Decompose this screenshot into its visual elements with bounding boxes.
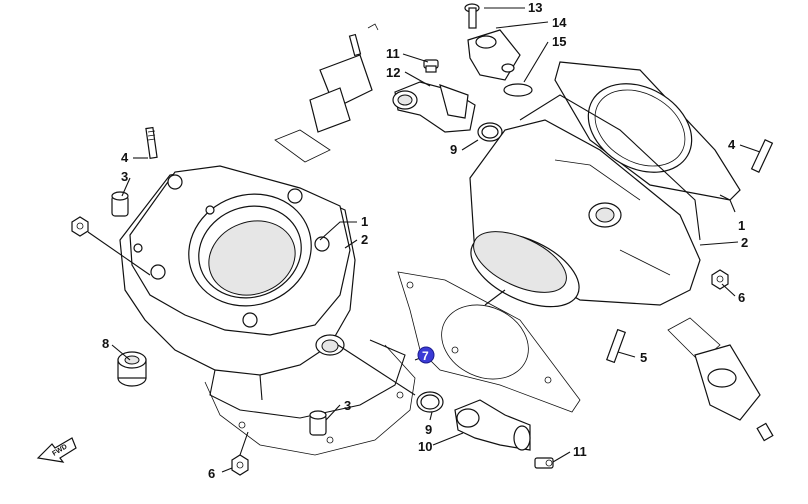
callout-6-right: 6 bbox=[738, 290, 745, 305]
nut-right bbox=[711, 269, 729, 290]
coolant-elbow-12 bbox=[392, 81, 476, 133]
callout-10: 10 bbox=[418, 439, 432, 454]
stud-5 bbox=[605, 328, 627, 364]
callout-13: 13 bbox=[528, 0, 542, 15]
callout-3-lower: 3 bbox=[344, 398, 351, 413]
dowel-pin-left bbox=[111, 191, 129, 217]
bolt-13 bbox=[464, 3, 480, 29]
callout-11-lower: 11 bbox=[573, 444, 587, 459]
callout-9-top: 9 bbox=[450, 142, 457, 157]
nut-left bbox=[71, 216, 89, 237]
callout-labels: 13 14 15 11 12 9 4 3 1 2 8 7 3 9 10 11 6… bbox=[102, 0, 748, 481]
callout-2-left: 2 bbox=[361, 232, 368, 247]
o-ring-9-top bbox=[477, 122, 503, 142]
callout-11-top: 11 bbox=[386, 46, 400, 61]
callout-9-lower: 9 bbox=[425, 422, 432, 437]
callout-7[interactable]: 7 bbox=[422, 349, 429, 363]
callout-15: 15 bbox=[552, 34, 566, 49]
thermostat-housing bbox=[467, 29, 521, 81]
o-ring-15 bbox=[503, 83, 533, 97]
stud-left bbox=[145, 126, 158, 159]
bolt-11-lower bbox=[534, 457, 554, 469]
cylinder-base-gasket bbox=[397, 271, 581, 413]
right-cylinder-assembly bbox=[469, 61, 741, 308]
dowel-pin-lower bbox=[309, 410, 327, 436]
cam-chain-tensioner-right bbox=[667, 317, 774, 442]
callout-14: 14 bbox=[552, 15, 567, 30]
callout-6-lower: 6 bbox=[208, 466, 215, 481]
callout-3-left: 3 bbox=[121, 169, 128, 184]
nut-lower bbox=[231, 454, 249, 476]
stud-right bbox=[750, 139, 774, 173]
callout-8: 8 bbox=[102, 336, 109, 351]
callout-4-left: 4 bbox=[121, 150, 129, 165]
callout-5: 5 bbox=[640, 350, 647, 365]
cam-chain-tensioner bbox=[274, 23, 379, 163]
coolant-elbow-10 bbox=[454, 399, 531, 451]
callout-4-right: 4 bbox=[728, 137, 736, 152]
callout-2-right: 2 bbox=[741, 235, 748, 250]
leader-lines bbox=[87, 7, 761, 473]
forward-direction-badge: FWD bbox=[36, 437, 77, 463]
left-cylinder-assembly bbox=[119, 165, 416, 456]
callout-7-highlight[interactable]: 7 bbox=[417, 346, 435, 364]
callout-12: 12 bbox=[386, 65, 400, 80]
callout-1-left: 1 bbox=[361, 214, 368, 229]
o-ring-9-lower bbox=[416, 391, 444, 413]
oil-seal bbox=[117, 351, 147, 387]
callout-1-right: 1 bbox=[738, 218, 745, 233]
